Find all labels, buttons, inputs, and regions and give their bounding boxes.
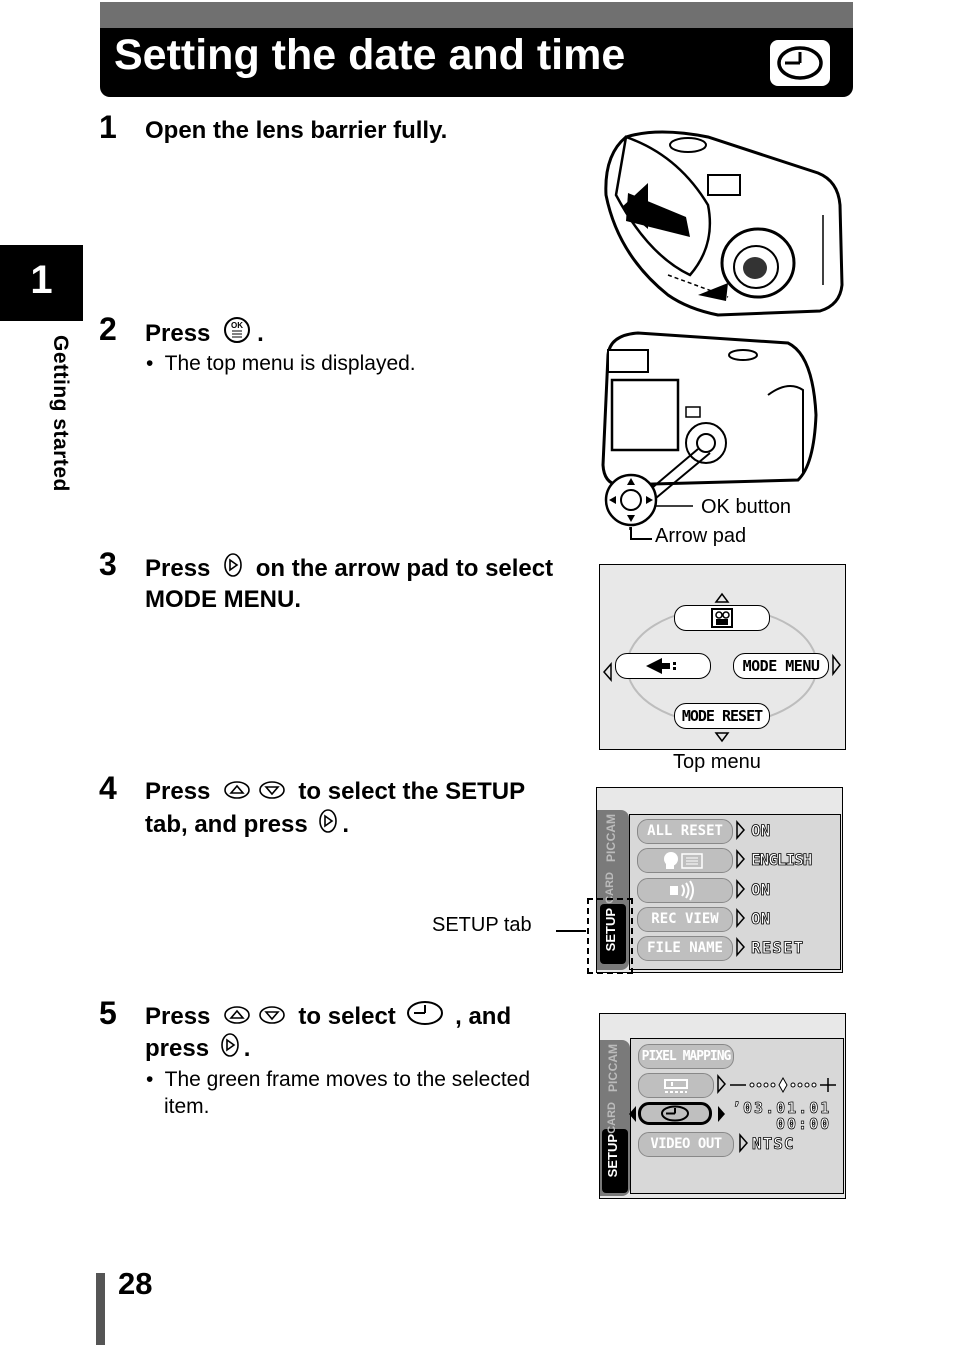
setup-tab-highlight — [587, 898, 633, 974]
chapter-tab — [0, 245, 83, 321]
step-number: 4 — [99, 770, 117, 806]
callout-label: OK button — [701, 496, 792, 518]
clock-icon — [770, 40, 830, 86]
setting-label[interactable]: FILE NAME — [637, 936, 733, 961]
bullet-text: • The green frame moves to the selected — [146, 1068, 531, 1091]
step-text-part: tab, and press — [145, 810, 308, 838]
setting-value: ENGLISH — [751, 850, 813, 870]
menu-item-left[interactable] — [615, 653, 711, 679]
step-text: Press to select the SETUP — [145, 776, 525, 809]
camera-back-illustration — [601, 331, 818, 530]
arrow-up-icon — [223, 1002, 251, 1034]
tab-card[interactable]: CARD — [606, 1102, 618, 1134]
step-text: Press on the arrow pad to select — [145, 552, 553, 587]
value-arrows — [736, 820, 745, 957]
date-value: ’03.01.01 — [732, 1099, 832, 1118]
tab-cam[interactable]: CAM — [604, 814, 618, 842]
page-title: Setting the date and time — [114, 31, 626, 79]
movie-icon — [711, 608, 733, 628]
video-out-item[interactable]: VIDEO OUT — [638, 1132, 734, 1157]
tab-setup-active[interactable] — [602, 1129, 628, 1193]
setting-value: ON — [751, 880, 771, 900]
page-header: Setting the date and time — [100, 2, 853, 97]
svg-text:OK: OK — [231, 321, 243, 330]
mode-menu-item[interactable]: MODE MENU — [733, 653, 829, 679]
date-time-setup-screen: CAM PIC CARD SETUP PIXEL MAPPING VIDEO O… — [599, 1013, 846, 1199]
step-text-part: . — [257, 319, 264, 347]
language-icon[interactable] — [637, 848, 733, 873]
step-text: MODE MENU. — [145, 586, 301, 613]
bullet-text-content: The top menu is displayed. — [164, 352, 416, 375]
tab-setup-label: SETUP — [605, 1134, 620, 1178]
video-out-value: NTSC — [752, 1134, 795, 1154]
step-number: 3 — [99, 546, 117, 582]
step-text-part: Press — [145, 1002, 211, 1030]
arrow-right-icon — [318, 808, 338, 843]
step-text-part: press — [145, 1034, 210, 1062]
setting-value: ON — [751, 909, 771, 929]
setting-label[interactable]: ALL RESET — [637, 819, 733, 844]
setting-value: ON — [751, 821, 771, 841]
callout-line — [556, 930, 586, 932]
header-top-band — [100, 2, 853, 28]
arrow-down-icon — [258, 777, 286, 809]
callout-label: SETUP tab — [432, 914, 532, 936]
clock-icon[interactable] — [638, 1102, 712, 1125]
tab-pic[interactable]: PIC — [606, 1072, 620, 1093]
callout-line — [630, 527, 632, 539]
callout-label: Arrow pad — [655, 525, 747, 547]
step-text-part: . — [342, 810, 350, 838]
chapter-label: Getting started — [49, 335, 72, 492]
arrow-right-icon — [220, 1032, 240, 1067]
time-value: 00:00 — [776, 1115, 832, 1134]
arrow-up-icon — [223, 777, 251, 809]
step-text-part: on the arrow pad to select — [255, 554, 554, 582]
chapter-number: 1 — [30, 258, 53, 302]
callout-line — [630, 538, 652, 540]
step-number: 2 — [99, 311, 117, 347]
ok-button-icon: OK — [223, 316, 251, 353]
top-menu-screen: MODE MENU MODE RESET — [599, 564, 846, 750]
step-text: Press OK. — [145, 316, 264, 353]
arrow-right-icon — [223, 552, 243, 587]
pixel-mapping-item[interactable]: PIXEL MAPPING — [638, 1044, 734, 1069]
arrow-down-icon — [258, 1002, 286, 1034]
step-text-part: . — [243, 1034, 251, 1062]
screen-caption: Top menu — [673, 751, 761, 773]
step-text: Press to select , and — [145, 1000, 511, 1035]
clock-icon — [406, 1000, 444, 1035]
bullet-text: • The top menu is displayed. — [146, 352, 416, 375]
tab-setup-active[interactable] — [600, 904, 626, 964]
tab-pic[interactable]: PIC — [604, 842, 618, 863]
setting-label[interactable]: REC VIEW — [637, 907, 733, 932]
step-text-part: , and — [455, 1002, 512, 1030]
step-text-part: to select — [298, 1002, 396, 1030]
page-number: 28 — [118, 1266, 153, 1301]
sub-menu-icon — [646, 658, 676, 674]
tab-cam[interactable]: CAM — [606, 1044, 620, 1072]
setting-value: RESET — [751, 938, 805, 958]
step-text-part: to select the SETUP — [298, 778, 526, 805]
beep-icon[interactable] — [637, 878, 733, 903]
step-text: tab, and press . — [145, 808, 349, 843]
setup-menu-screen: CAM PIC CARD SETUP ALL RESET REC VIEW FI… — [596, 787, 843, 973]
camera-lens-illustration — [604, 130, 844, 317]
step-text-part: Press — [145, 554, 211, 582]
mode-reset-item[interactable]: MODE RESET — [674, 703, 770, 729]
step-text: press . — [145, 1032, 250, 1067]
step-text-part: Press — [145, 778, 211, 805]
bullet-text-content: The green frame moves to the selected — [164, 1068, 531, 1091]
step-text: Open the lens barrier fully. — [145, 117, 448, 144]
menu-item-top[interactable] — [674, 605, 770, 631]
bullet-text-continued: item. — [164, 1095, 210, 1118]
brightness-slider[interactable] — [728, 1076, 840, 1094]
monitor-brightness-icon[interactable] — [638, 1073, 714, 1098]
step-text-part: Press — [145, 319, 211, 347]
step-number: 5 — [99, 995, 117, 1031]
step-number: 1 — [99, 109, 117, 145]
value-arrows — [629, 1074, 748, 1153]
page-margin-bar — [96, 1273, 105, 1345]
